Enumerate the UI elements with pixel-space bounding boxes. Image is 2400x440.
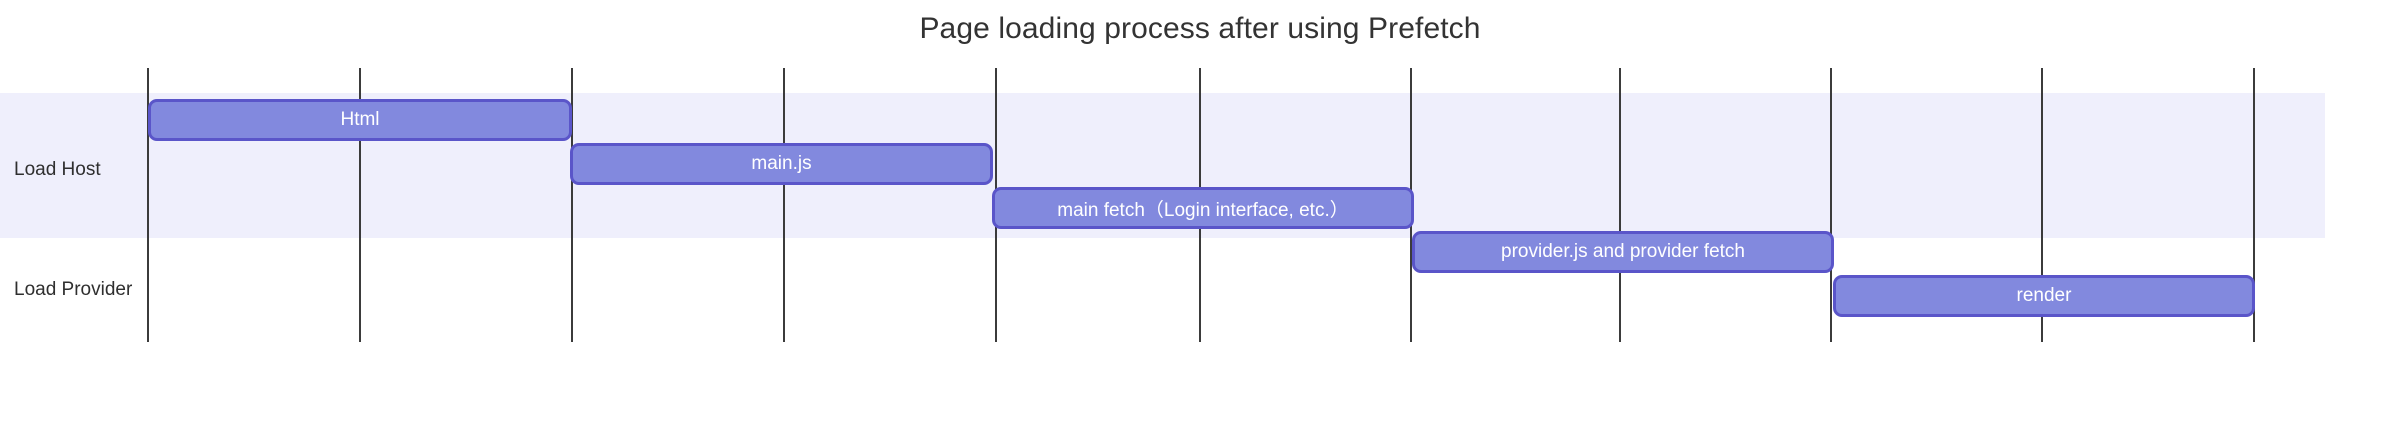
gridline-tick: [2253, 68, 2255, 342]
page-title: Page loading process after using Prefetc…: [919, 12, 1481, 45]
gridline-tick: [1619, 68, 1621, 342]
task-bar-label: render: [2016, 285, 2072, 306]
task-bar-label: Html: [340, 109, 380, 130]
task-bar[interactable]: render: [1833, 275, 2255, 317]
task-bar-label: main.js: [751, 153, 812, 174]
task-bar-label: main fetch（Login interface, etc.）: [1057, 199, 1349, 221]
row-axis-label: Load Host: [14, 159, 101, 180]
task-bar[interactable]: provider.js and provider fetch: [1412, 231, 1834, 273]
task-bar[interactable]: main fetch（Login interface, etc.）: [992, 187, 1414, 229]
task-bar[interactable]: Html: [148, 99, 572, 141]
gridline-tick: [783, 68, 785, 342]
task-bar-label: provider.js and provider fetch: [1501, 241, 1745, 262]
gridline-tick: [359, 68, 361, 342]
gridline-tick: [571, 68, 573, 342]
task-bar[interactable]: main.js: [570, 143, 993, 185]
row-axis-label: Load Provider: [14, 279, 133, 300]
gridline-tick: [147, 68, 149, 342]
gridline-tick: [1830, 68, 1832, 342]
gridline-tick: [2041, 68, 2043, 342]
